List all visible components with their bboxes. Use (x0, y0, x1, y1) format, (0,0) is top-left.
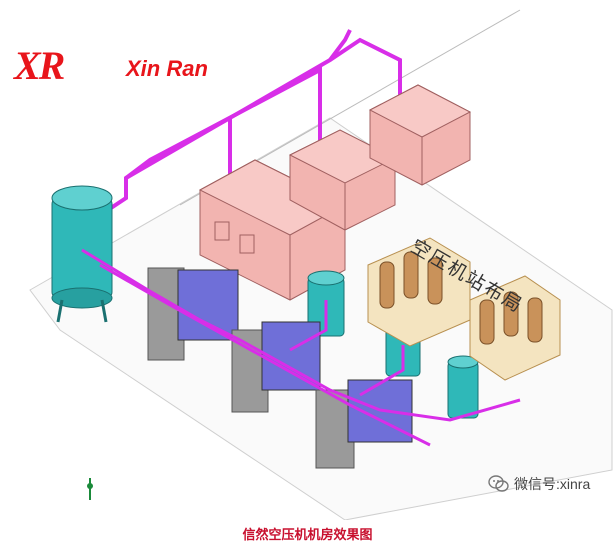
watermark-prefix: 微信号: (514, 476, 560, 492)
compressor-room-render: XR Xin Ran 空压机站布局 微信号: xinra (14, 9, 613, 521)
wechat-watermark: 微信号: xinra (488, 474, 590, 494)
logo-brand-name: Xin Ran (126, 56, 208, 81)
axis-marker (87, 478, 93, 500)
watermark-account: xinra (559, 476, 591, 492)
logo-mark: XR (14, 43, 65, 88)
adsorption-dryer-rack-2 (469, 275, 561, 381)
wechat-icon (488, 475, 510, 493)
figure-caption: 信然空压机机房效果图 (242, 528, 373, 543)
air-tank-4 (447, 355, 479, 419)
isometric-scene (29, 9, 613, 521)
dryer-unit-1 (147, 267, 239, 361)
compressor-back (368, 84, 472, 186)
air-receiver-tank-main (51, 185, 113, 323)
adsorption-dryer-rack-1 (367, 237, 471, 347)
pipe-network-lower (81, 248, 521, 447)
compressor-middle (288, 129, 397, 231)
xinran-logo: XR Xin Ran (14, 42, 234, 94)
